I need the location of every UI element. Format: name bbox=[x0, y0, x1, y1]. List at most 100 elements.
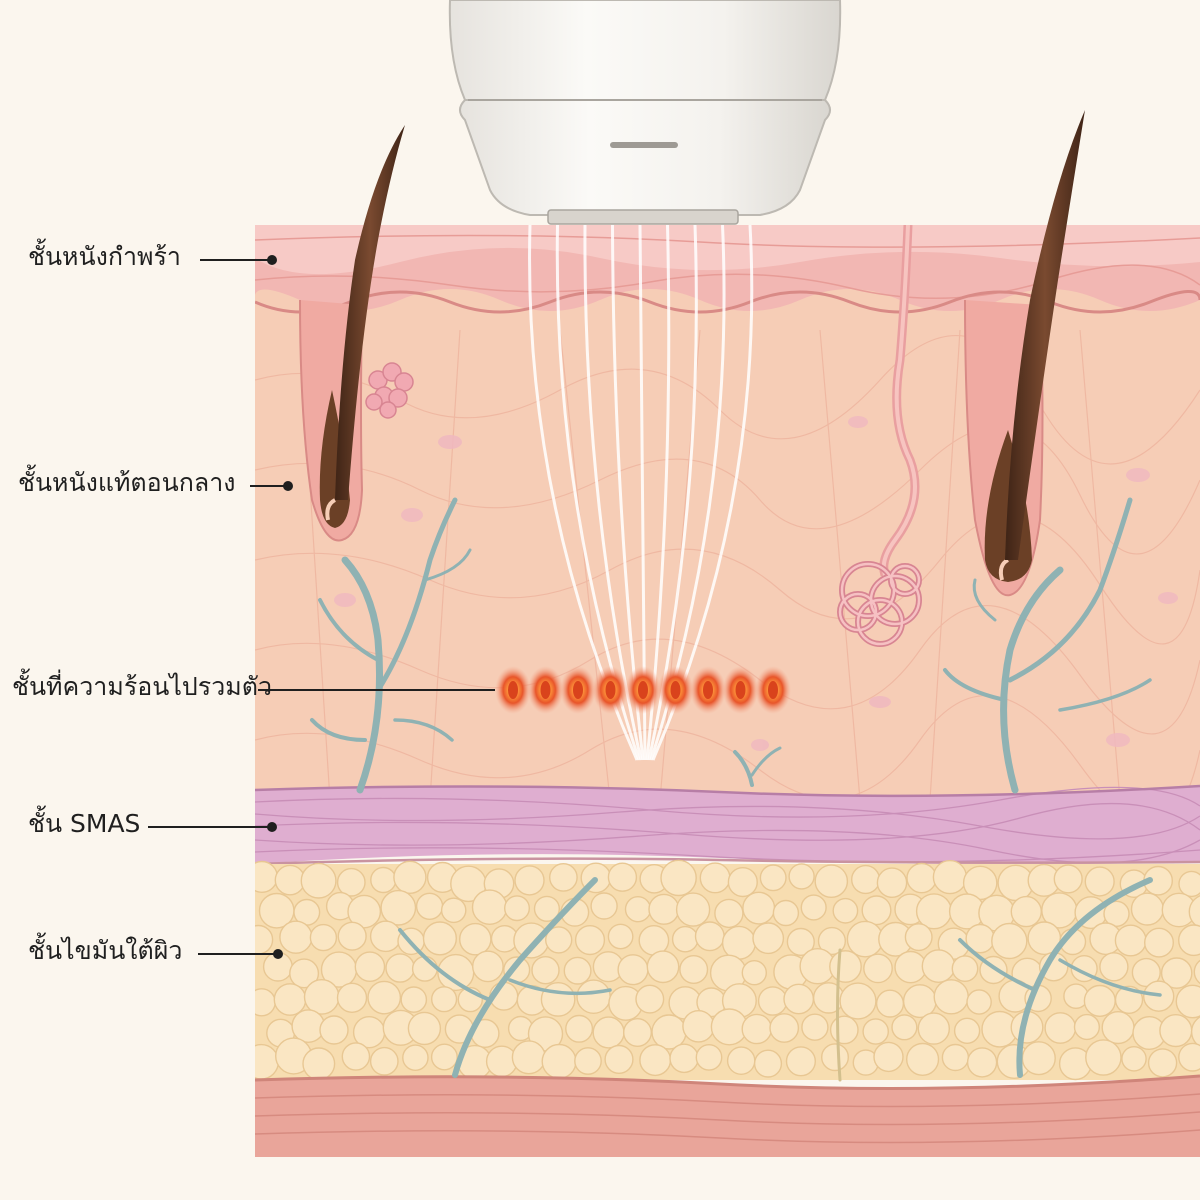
fat-cell bbox=[801, 1013, 829, 1041]
dermis-layer bbox=[255, 225, 1200, 800]
fat-cell bbox=[604, 1044, 634, 1074]
fat-cell bbox=[906, 862, 937, 894]
fat-cell bbox=[565, 1014, 594, 1043]
fat-cell bbox=[932, 859, 968, 895]
fat-cell bbox=[991, 922, 1028, 960]
fat-cell bbox=[921, 949, 956, 983]
fat-cell bbox=[891, 1014, 918, 1041]
fat-cell bbox=[336, 982, 368, 1013]
fat-cell bbox=[540, 982, 576, 1017]
fat-cell bbox=[753, 1049, 783, 1078]
fat-cell bbox=[380, 889, 417, 926]
fat-cells bbox=[255, 859, 1200, 1081]
fat-cell bbox=[255, 988, 276, 1017]
label-dot-epidermis bbox=[267, 255, 277, 265]
epidermis-upper-band bbox=[255, 225, 1200, 275]
fat-cell bbox=[861, 895, 892, 926]
fat-cell bbox=[347, 894, 382, 929]
fat-cell bbox=[1188, 895, 1200, 929]
fat-cell bbox=[274, 864, 306, 896]
fat-cell bbox=[1143, 927, 1174, 958]
fat-cell bbox=[1178, 1042, 1200, 1072]
fat-cell bbox=[319, 1015, 349, 1045]
fat-cell bbox=[1147, 1048, 1178, 1078]
fat-cell bbox=[814, 864, 849, 899]
heat-point-icon bbox=[768, 681, 778, 699]
fat-cell bbox=[741, 1013, 773, 1045]
fat-cell bbox=[576, 979, 611, 1015]
fat-cell bbox=[1073, 1013, 1100, 1041]
fat-cell bbox=[669, 1043, 699, 1074]
fat-cell bbox=[422, 921, 457, 956]
fat-cell bbox=[876, 867, 908, 899]
fat-cell bbox=[1101, 1010, 1135, 1045]
hair-shaft-left bbox=[335, 125, 405, 500]
fat-cell bbox=[255, 860, 278, 893]
fat-cell bbox=[402, 1044, 429, 1071]
smas-layer bbox=[255, 786, 1200, 865]
fat-cell bbox=[873, 1041, 904, 1073]
fat-cell bbox=[862, 1018, 890, 1045]
fat-cell bbox=[721, 925, 757, 960]
fat-cell bbox=[904, 923, 933, 952]
fat-cell bbox=[607, 923, 634, 950]
fat-cell bbox=[574, 1047, 602, 1075]
fat-cell bbox=[514, 865, 545, 896]
fat-cell bbox=[646, 950, 680, 984]
fat-cell bbox=[385, 953, 415, 983]
fat-cell bbox=[783, 983, 815, 1015]
fat-cell bbox=[1085, 1039, 1122, 1076]
fat-cell bbox=[875, 989, 905, 1018]
label-subcutaneous-fat: ชั้นไขมันใต้ผิว bbox=[28, 936, 183, 965]
heat-point-icon bbox=[508, 681, 518, 699]
fat-cell bbox=[623, 1018, 653, 1048]
fat-cell bbox=[1114, 924, 1147, 957]
fat-cell bbox=[742, 891, 776, 925]
label-dot-smas bbox=[267, 822, 277, 832]
fat-cell bbox=[863, 953, 893, 984]
fat-cell bbox=[431, 986, 458, 1013]
fat-cell bbox=[370, 866, 397, 894]
fat-cell bbox=[660, 859, 697, 897]
fat-cell bbox=[905, 1042, 940, 1076]
hair-shaft-right bbox=[1005, 110, 1085, 560]
fat-cell bbox=[1083, 984, 1116, 1017]
fat-cell bbox=[1130, 892, 1164, 926]
fat-cell bbox=[772, 899, 800, 927]
fat-cell bbox=[1175, 984, 1200, 1019]
fat-cell bbox=[533, 895, 560, 922]
label-mid-dermis: ชั้นหนังแท้ตอนกลาง bbox=[18, 468, 236, 497]
fat-cell bbox=[1131, 957, 1161, 988]
fat-cell bbox=[1178, 924, 1200, 957]
fat-cell bbox=[966, 989, 992, 1015]
fat-cell bbox=[1010, 895, 1043, 928]
label-smas: ชั้น SMAS bbox=[28, 809, 141, 838]
fat-cell bbox=[699, 862, 731, 894]
fat-cell bbox=[309, 923, 338, 952]
fat-cell bbox=[951, 955, 979, 982]
fat-cell bbox=[902, 984, 937, 1019]
fat-cell bbox=[635, 984, 665, 1014]
fat-cell bbox=[369, 1046, 399, 1076]
fat-cell bbox=[303, 979, 340, 1015]
fat-cell bbox=[255, 924, 274, 955]
dermis-cells bbox=[334, 416, 1178, 751]
fat-cell bbox=[458, 922, 492, 956]
fat-cell bbox=[694, 921, 725, 952]
fat-cell bbox=[1193, 959, 1200, 985]
fat-cell bbox=[695, 1044, 723, 1071]
fat-cell bbox=[513, 922, 550, 959]
fat-cell bbox=[341, 1042, 371, 1071]
fat-cell bbox=[1021, 1041, 1056, 1076]
fat-cell bbox=[832, 897, 859, 924]
fat-cell bbox=[800, 894, 827, 921]
fat-cell bbox=[726, 1046, 756, 1075]
fat-cell bbox=[953, 1017, 981, 1045]
fat-cell bbox=[400, 986, 428, 1013]
fat-cell bbox=[648, 893, 680, 925]
label-epidermis: ชั้นหนังกำพร้า bbox=[28, 242, 181, 271]
fat-cell bbox=[679, 955, 709, 985]
fat-cell bbox=[415, 892, 444, 920]
fat-cell bbox=[430, 1043, 458, 1071]
fat-cell bbox=[788, 863, 815, 890]
